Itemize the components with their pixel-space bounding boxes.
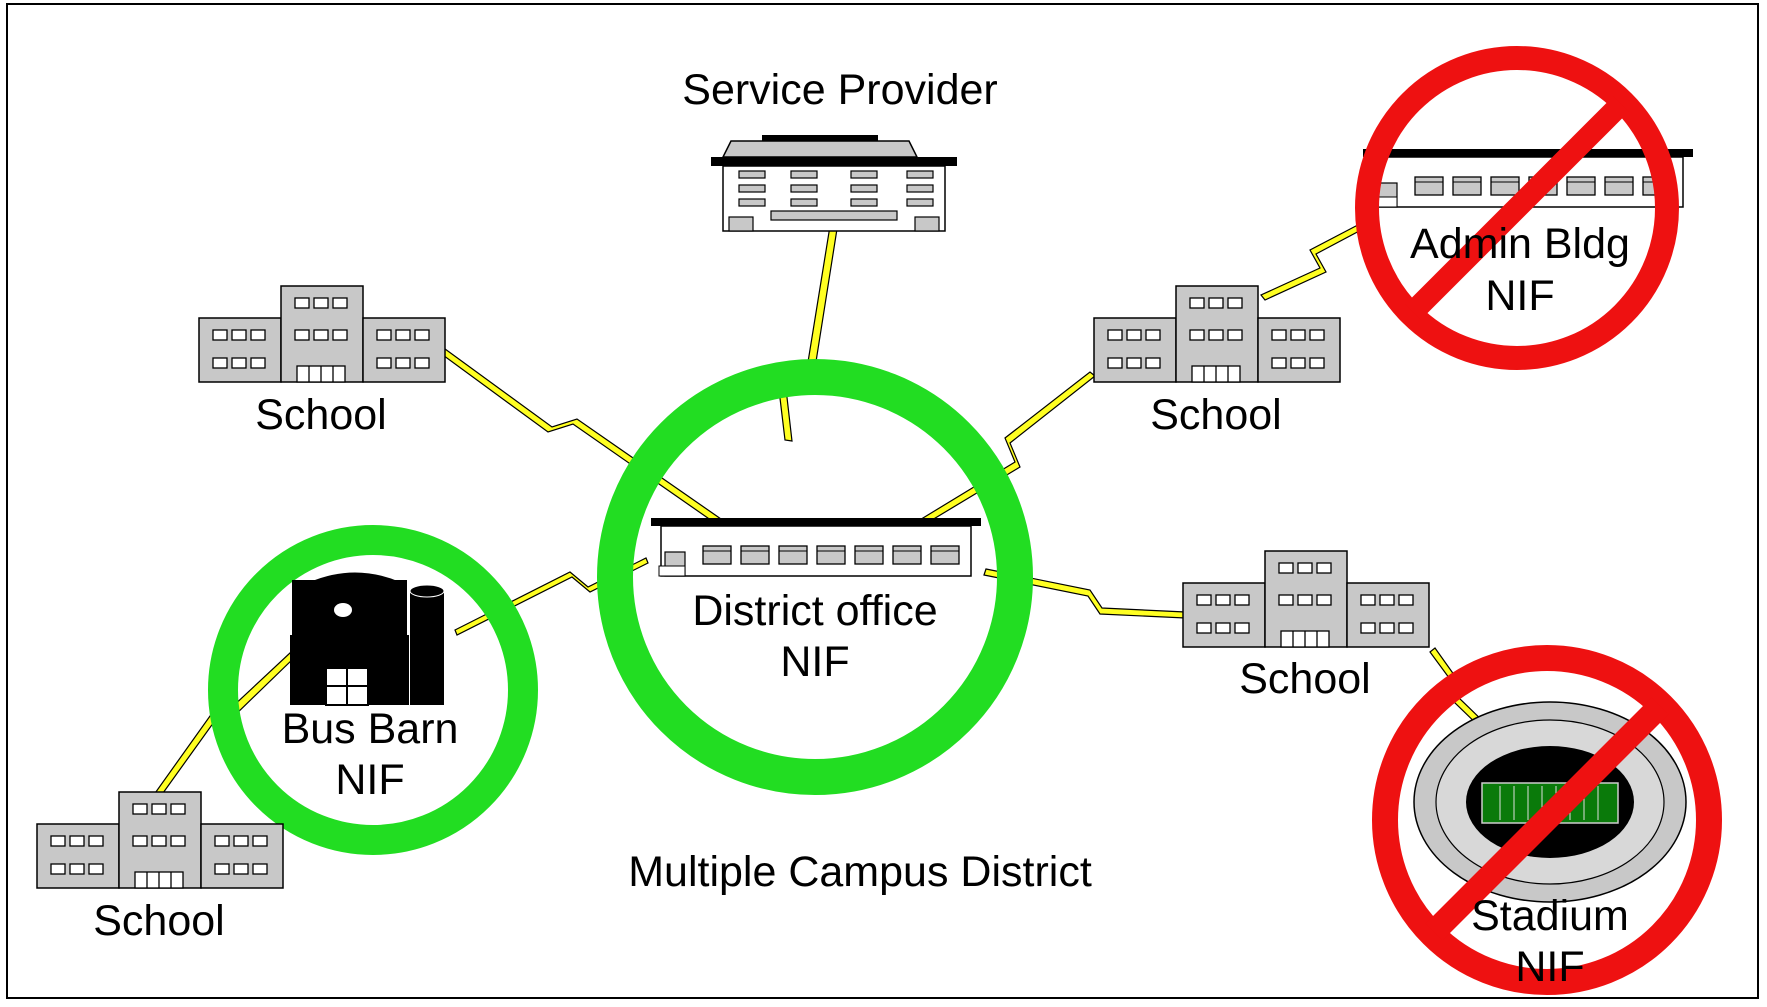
bus-barn-label: Bus Barn <box>281 705 459 753</box>
prohibited-icon <box>1355 46 1679 370</box>
school-label: School <box>93 897 225 945</box>
school-icon <box>36 791 284 889</box>
district-office-nif-ring <box>597 359 1033 795</box>
admin-bldg-label: Admin Bldg <box>1410 220 1630 268</box>
district-office-nif-label: NIF <box>780 638 850 686</box>
office-building-icon <box>711 135 957 232</box>
barn-icon <box>290 572 445 706</box>
service-provider-label: Service Provider <box>682 66 998 114</box>
prohibited-icon <box>1372 645 1722 995</box>
diagram-title: Multiple Campus District <box>628 848 1092 896</box>
bus-barn-nif-ring <box>208 525 538 855</box>
school-icon <box>1093 285 1341 383</box>
school-label: School <box>255 391 387 439</box>
bus-barn-nif-label: NIF <box>335 756 405 804</box>
school-icon <box>198 285 446 383</box>
admin-bldg-nif-label: NIF <box>1485 272 1555 320</box>
diagram-frame <box>6 3 1759 999</box>
district-office-label: District office <box>692 587 938 635</box>
school-label: School <box>1239 655 1371 703</box>
lightning-link-icon <box>776 225 838 442</box>
school-label: School <box>1150 391 1282 439</box>
stadium-nif-label: NIF <box>1515 943 1585 991</box>
district-office-building-icon <box>650 517 982 577</box>
school-icon <box>1182 550 1430 648</box>
stadium-label: Stadium <box>1471 892 1629 940</box>
